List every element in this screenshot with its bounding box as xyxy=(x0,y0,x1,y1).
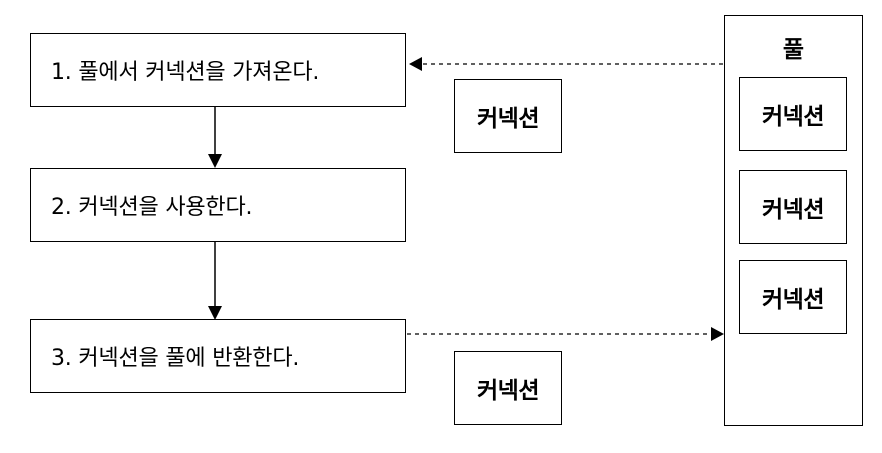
flow-arrowhead-1-to-2 xyxy=(208,154,222,168)
pool-connection-1-label: 커넥션 xyxy=(762,104,824,130)
pool-connection-3: 커넥션 xyxy=(739,260,847,334)
returned-connection-box: 커넥션 xyxy=(454,351,562,425)
pool-title: 풀 xyxy=(782,37,805,63)
step-2-box: 2. 커넥션을 사용한다. xyxy=(30,168,406,242)
returned-connection-label: 커넥션 xyxy=(477,378,539,404)
pool-connection-3-label: 커넥션 xyxy=(762,287,824,313)
step-1-label: 1. 풀에서 커넥션을 가져온다. xyxy=(51,60,320,85)
flow-arrowhead-2-to-3 xyxy=(208,306,222,320)
step-1-box: 1. 풀에서 커넥션을 가져온다. xyxy=(30,33,406,107)
pool-connection-1: 커넥션 xyxy=(739,77,847,151)
step-2-label: 2. 커넥션을 사용한다. xyxy=(51,195,253,220)
pool-connection-2: 커넥션 xyxy=(739,170,847,244)
borrowed-connection-label: 커넥션 xyxy=(477,106,539,132)
step-3-label: 3. 커넥션을 풀에 반환한다. xyxy=(51,346,300,371)
get-connection-arrowhead xyxy=(409,57,422,71)
pool-connection-2-label: 커넥션 xyxy=(762,197,824,223)
step-3-box: 3. 커넥션을 풀에 반환한다. xyxy=(30,319,406,393)
borrowed-connection-box: 커넥션 xyxy=(454,79,562,153)
return-connection-arrowhead xyxy=(711,327,724,341)
